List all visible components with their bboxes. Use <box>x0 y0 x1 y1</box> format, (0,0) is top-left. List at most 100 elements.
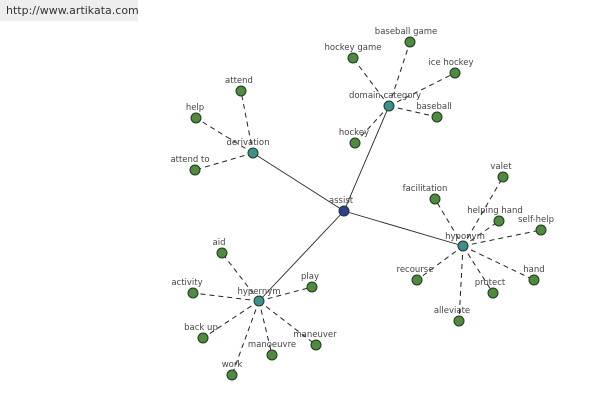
edge-derivation-help <box>195 117 254 154</box>
node-label-self-help: self-help <box>518 215 554 225</box>
node-hockey[interactable]: hockey <box>339 128 369 149</box>
relation-node-domain-category[interactable]: domain category <box>349 91 421 112</box>
edge-hyponym-hand <box>462 245 535 281</box>
relation-node-domain-category-circle[interactable] <box>383 100 395 112</box>
node-label-maneuver: maneuver <box>293 330 337 340</box>
node-ice-hockey[interactable]: ice hockey <box>428 58 474 79</box>
relation-node-hyponym[interactable]: hyponym <box>445 232 485 252</box>
node-valet-circle[interactable] <box>497 171 509 183</box>
node-play-circle[interactable] <box>306 281 318 293</box>
node-attend-to[interactable]: attend to <box>170 155 210 176</box>
node-valet[interactable]: valet <box>490 162 512 183</box>
node-facilitation[interactable]: facilitation <box>403 184 448 205</box>
node-helping-hand[interactable]: helping hand <box>467 206 523 227</box>
node-manoeuvre-circle[interactable] <box>266 349 278 361</box>
node-label-baseball: baseball <box>416 102 452 112</box>
node-hockey-game-circle[interactable] <box>347 52 359 64</box>
node-protect[interactable]: protect <box>475 278 506 299</box>
edge-hypernym-maneuver <box>258 300 317 346</box>
center-node-assist[interactable]: assist <box>329 196 354 217</box>
node-aid[interactable]: aid <box>213 238 228 259</box>
node-label-hockey-game: hockey game <box>325 43 382 53</box>
center-node-assist-circle[interactable] <box>338 205 350 217</box>
node-back-up-circle[interactable] <box>197 332 209 344</box>
edge-hypernym-manoeuvre <box>258 300 273 356</box>
node-attend-circle[interactable] <box>235 85 247 97</box>
node-protect-circle[interactable] <box>487 287 499 299</box>
node-label-attend: attend <box>225 76 253 86</box>
node-ice-hockey-circle[interactable] <box>449 67 461 79</box>
node-manoeuvre[interactable]: manoeuvre <box>248 340 296 361</box>
node-label-activity: activity <box>171 278 202 288</box>
edge-domain-category-baseball-game <box>388 41 411 107</box>
node-facilitation-circle[interactable] <box>429 193 441 205</box>
relation-label-hyponym: hyponym <box>445 232 485 242</box>
source-url[interactable]: http://www.artikata.com <box>0 0 139 21</box>
node-label-manoeuvre: manoeuvre <box>248 340 296 350</box>
node-attend-to-circle[interactable] <box>189 164 201 176</box>
node-baseball-game-circle[interactable] <box>404 36 416 48</box>
node-aid-circle[interactable] <box>216 247 228 259</box>
edge-hypernym-back-up <box>202 300 260 339</box>
relation-node-hypernym[interactable]: hypernym <box>237 287 281 307</box>
node-maneuver-circle[interactable] <box>310 339 322 351</box>
relation-node-derivation[interactable]: derivation <box>226 138 270 159</box>
edge-hypernym-work <box>231 300 260 376</box>
node-play[interactable]: play <box>301 272 319 293</box>
node-label-back-up: back up <box>184 323 218 333</box>
node-self-help-circle[interactable] <box>535 224 547 236</box>
relation-label-domain-category: domain category <box>349 91 421 101</box>
relation-node-hypernym-circle[interactable] <box>253 295 265 307</box>
node-hand[interactable]: hand <box>523 265 545 286</box>
edge-center-hypernym <box>258 210 345 302</box>
relation-node-derivation-circle[interactable] <box>247 147 259 159</box>
edge-domain-category-hockey-game <box>352 57 390 107</box>
node-work[interactable]: work <box>222 360 243 381</box>
node-maneuver[interactable]: maneuver <box>293 330 337 351</box>
edge-derivation-attend-to <box>194 152 254 171</box>
node-baseball[interactable]: baseball <box>416 102 452 123</box>
center-label: assist <box>329 196 354 206</box>
edge-hypernym-activity <box>192 292 260 302</box>
node-alleviate-circle[interactable] <box>453 315 465 327</box>
node-activity-circle[interactable] <box>187 287 199 299</box>
edge-hyponym-valet <box>462 176 504 247</box>
node-helping-hand-circle[interactable] <box>493 215 505 227</box>
edge-hyponym-self-help <box>462 229 542 247</box>
edge-hyponym-protect <box>462 245 494 294</box>
edge-hyponym-alleviate <box>458 245 464 322</box>
relation-node-hyponym-circle[interactable] <box>457 240 469 252</box>
node-label-attend-to: attend to <box>170 155 209 165</box>
node-label-play: play <box>301 272 319 282</box>
edges <box>192 41 542 376</box>
node-baseball-game[interactable]: baseball game <box>375 27 437 48</box>
edge-hyponym-recourse <box>416 245 464 281</box>
node-help-circle[interactable] <box>190 112 202 124</box>
node-self-help[interactable]: self-help <box>518 215 554 236</box>
node-hockey-circle[interactable] <box>349 137 361 149</box>
node-attend[interactable]: attend <box>225 76 253 97</box>
node-label-protect: protect <box>475 278 506 288</box>
node-label-work: work <box>222 360 243 370</box>
node-recourse-circle[interactable] <box>411 274 423 286</box>
node-label-recourse: recourse <box>397 265 434 275</box>
node-baseball-circle[interactable] <box>431 111 443 123</box>
node-label-facilitation: facilitation <box>403 184 448 194</box>
node-activity[interactable]: activity <box>171 278 203 299</box>
node-label-aid: aid <box>213 238 226 248</box>
edge-center-hyponym <box>343 210 464 247</box>
node-label-ice-hockey: ice hockey <box>428 58 473 68</box>
node-help[interactable]: help <box>186 103 204 124</box>
node-alleviate[interactable]: alleviate <box>434 306 470 327</box>
node-work-circle[interactable] <box>226 369 238 381</box>
node-label-valet: valet <box>490 162 512 172</box>
node-hand-circle[interactable] <box>528 274 540 286</box>
edge-hyponym-facilitation <box>434 198 464 247</box>
node-recourse[interactable]: recourse <box>397 265 434 286</box>
node-back-up[interactable]: back up <box>184 323 218 344</box>
node-hockey-game[interactable]: hockey game <box>325 43 382 64</box>
node-label-help: help <box>186 103 204 113</box>
